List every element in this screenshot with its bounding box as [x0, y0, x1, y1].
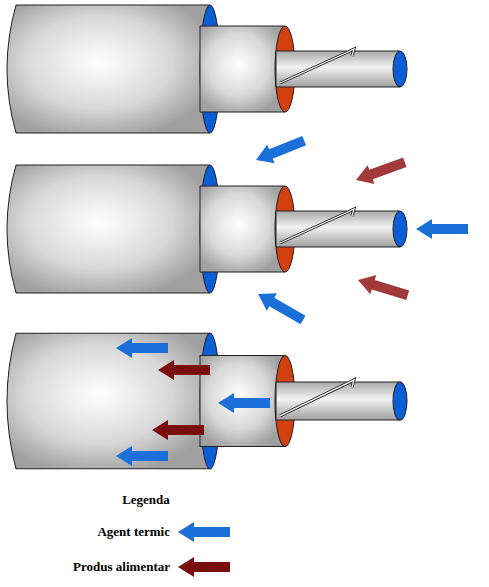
- legend-text: Produs alimentar: [73, 559, 170, 575]
- tube-view-1: [7, 5, 407, 133]
- thermal-agent-arrow: [116, 338, 168, 358]
- legend-sample-arrow: [178, 557, 230, 577]
- food-product-arrow: [353, 153, 409, 190]
- food-product-arrow: [355, 270, 411, 304]
- food-product-arrow: [158, 360, 210, 380]
- thermal-agent-arrow: [252, 131, 308, 169]
- thermal-agent-arrow: [416, 219, 468, 239]
- thermal-agent-arrow: [218, 393, 270, 413]
- legend-text: Agent termic: [97, 524, 170, 540]
- legend-heading: Legenda: [122, 492, 170, 508]
- thermal-agent-arrow: [253, 285, 308, 328]
- food-product-arrow: [152, 420, 204, 440]
- tube-view-2: [7, 165, 407, 293]
- tube-view-3: [7, 333, 407, 469]
- legend-sample-arrow: [178, 522, 230, 542]
- thermal-agent-arrow: [116, 446, 168, 466]
